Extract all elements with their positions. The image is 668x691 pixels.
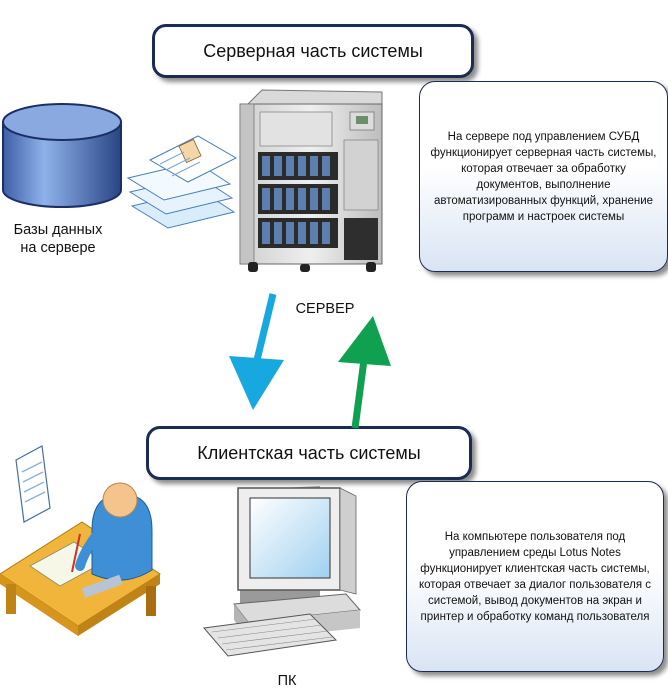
client-description: На компьютере пользователя под управлени…	[418, 530, 652, 623]
pc-icon	[203, 486, 362, 657]
database-label: Базы данных на сервере	[2, 221, 114, 257]
database-label-line1: Базы данных	[13, 222, 103, 238]
up-arrow-icon	[338, 316, 391, 429]
client-description-box: На компьютере пользователя под управлени…	[406, 481, 664, 672]
server-section-title: Серверная часть системы	[152, 24, 474, 78]
pc-label: ПК	[277, 673, 297, 689]
client-section-title: Клиентская часть системы	[146, 426, 472, 480]
down-arrow-icon	[229, 293, 284, 410]
database-cylinder-icon	[2, 103, 122, 208]
server-description-box: На сервере под управлением СУБД функцион…	[419, 81, 668, 272]
user-at-desk-icon	[0, 445, 161, 636]
server-icon	[239, 89, 383, 272]
documents-stack-icon	[126, 135, 238, 229]
server-label: СЕРВЕР	[295, 301, 355, 317]
database-label-line2: на сервере	[20, 240, 96, 256]
server-description: На сервере под управлением СУБД функцион…	[430, 130, 657, 223]
